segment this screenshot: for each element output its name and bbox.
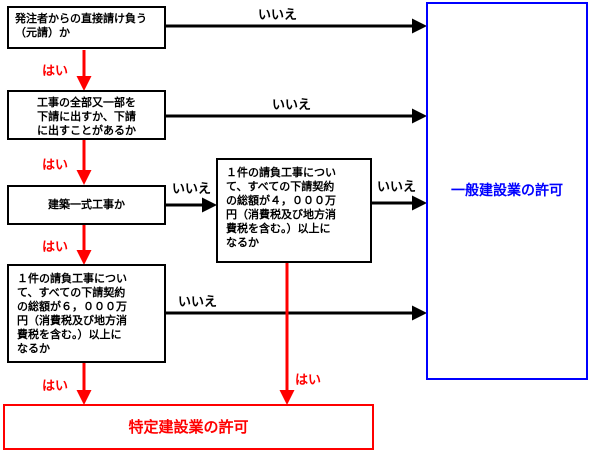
result-special-permit: 特定建設業の許可 [3,404,374,450]
box-line: 費税を含む。）以上に [226,222,331,235]
box-line: １件の請負工事につい [226,166,336,179]
yes-label: はい [42,64,69,79]
result-label: 一般建設業の許可 [451,183,563,199]
yes-label: はい [42,158,69,173]
box-line: の総額が６，０００万 [17,300,127,313]
box-line: なるか [226,236,259,249]
yes-label: はい [295,373,322,388]
result-general-permit: 一般建設業の許可 [426,2,588,380]
box-line: て、すべての下請契約 [17,286,126,299]
box-line: １件の請負工事につい [17,272,127,285]
box-line: なるか [17,342,50,355]
no-label: いいえ [377,180,417,195]
no-label: いいえ [258,8,298,23]
no-label: いいえ [272,98,312,113]
no-label: いいえ [172,182,212,197]
box-line: 費税を含む。）以上に [17,328,122,341]
box-line: に出すことがあるか [37,124,136,137]
yes-label: はい [42,240,69,255]
question-box-building-work: 建築一式工事か [7,185,166,225]
box-line: て、すべての下請契約 [226,180,335,193]
question-box-subcontract: 工事の全部又一部を 下請に出すか、下請 に出すことがあるか [7,90,166,140]
box-line: 円（消費税及び地方消 [17,314,127,327]
box-line: （元請）か [15,26,70,39]
yes-label: はい [42,379,69,394]
no-label: いいえ [178,295,218,310]
box-line: の総額が４，０００万 [226,194,336,207]
box-line: 発注者からの直接請け負う [15,12,147,25]
box-line: 下請に出すか、下請 [37,110,136,123]
result-label: 特定建設業の許可 [128,418,249,436]
box-line: 建築一式工事か [48,198,125,211]
box-line: 円（消費税及び地方消 [226,208,336,221]
question-box-60m-threshold: １件の請負工事につい て、すべての下請契約 の総額が６，０００万 円（消費税及び… [7,264,166,363]
box-line: 工事の全部又一部を [37,96,136,109]
question-box-direct-contract: 発注者からの直接請け負う （元請）か [7,6,166,49]
question-box-40m-threshold: １件の請負工事につい て、すべての下請契約 の総額が４，０００万 円（消費税及び… [216,158,372,263]
